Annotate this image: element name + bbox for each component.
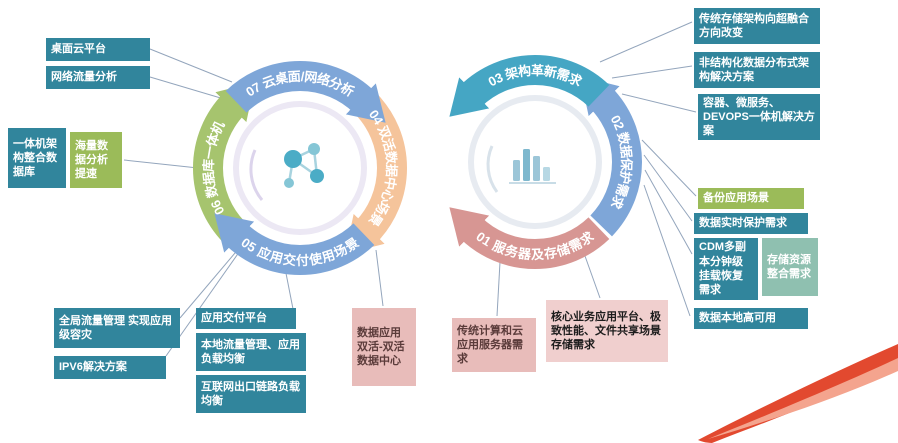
arc-07-cloud-desktop-network bbox=[225, 61, 386, 123]
right-inner-ring bbox=[468, 95, 602, 229]
left-swirl-decoration bbox=[249, 149, 264, 201]
callout-traditional-compute-label: 传统计算和云应用服务器需求 bbox=[457, 324, 523, 366]
bar-chart-icon bbox=[509, 149, 556, 184]
callout-mass-data-analysis: 海量数据分析提速 bbox=[70, 132, 122, 188]
callout-aio-architecture: 一体机架构整合数据库 bbox=[8, 128, 66, 188]
callout-ipv6-label: IPV6解决方案 bbox=[59, 361, 127, 374]
left-cycle: 07 云桌面/网络分析 04 双活数据中心场景 05 应用交付使用场景 06 数… bbox=[193, 61, 407, 275]
arc-05-app-delivery bbox=[214, 213, 375, 275]
callout-desktop-cloud-label: 桌面云平台 bbox=[51, 43, 106, 56]
callout-container-devops: 容器、微服务、DEVOPS一体机解决方案 bbox=[698, 94, 820, 140]
callout-cdm-copy: CDM多副本分钟级挂载恢复需求 bbox=[694, 238, 758, 300]
callout-local-ha: 数据本地高可用 bbox=[694, 308, 808, 329]
callout-storage-consolidation: 存储资源整合需求 bbox=[762, 238, 818, 296]
callout-global-traffic-label: 全局流量管理 实现应用级容灾 bbox=[59, 314, 173, 341]
molecule-icon bbox=[284, 143, 324, 188]
callout-global-traffic: 全局流量管理 实现应用级容灾 bbox=[54, 308, 180, 348]
callout-network-traffic-label: 网络流量分析 bbox=[51, 71, 117, 84]
arc-01-server-storage bbox=[449, 207, 610, 269]
arc-02-data-protection bbox=[580, 76, 642, 237]
callout-desktop-cloud: 桌面云平台 bbox=[46, 38, 150, 61]
left-inner-disc bbox=[230, 98, 370, 238]
callout-ipv6: IPV6解决方案 bbox=[54, 356, 166, 379]
callout-app-delivery-platform: 应用交付平台 bbox=[196, 308, 296, 329]
callout-realtime-protection: 数据实时保护需求 bbox=[694, 213, 808, 234]
arc-03-architecture-innovation bbox=[449, 55, 610, 117]
callout-backup-scenario-label: 备份应用场景 bbox=[703, 192, 769, 205]
right-swirl-decoration bbox=[486, 145, 499, 193]
callout-dc-double-active: 数据应用双活-双活数据中心 bbox=[352, 308, 416, 386]
callout-core-business-storage-label: 核心业务应用平台、极致性能、文件共享场景存储需求 bbox=[551, 310, 661, 352]
red-swoosh-arrow-icon bbox=[698, 344, 898, 443]
callout-network-traffic: 网络流量分析 bbox=[46, 66, 150, 89]
callout-aio-architecture-label: 一体机架构整合数据库 bbox=[13, 137, 57, 179]
callout-cdm-copy-label: CDM多副本分钟级挂载恢复需求 bbox=[699, 241, 747, 297]
callout-realtime-protection-label: 数据实时保护需求 bbox=[699, 217, 787, 230]
callout-local-ha-label: 数据本地高可用 bbox=[699, 312, 776, 325]
callout-unstructured-distributed-label: 非结构化数据分布式架构解决方案 bbox=[699, 56, 809, 83]
callout-internet-link-balance-label: 互联网出口链路负载均衡 bbox=[201, 380, 300, 407]
callout-unstructured-distributed: 非结构化数据分布式架构解决方案 bbox=[694, 52, 820, 88]
left-inner-ring bbox=[233, 101, 367, 235]
connector-lines bbox=[123, 21, 697, 357]
callout-mass-data-analysis-label: 海量数据分析提速 bbox=[75, 139, 108, 181]
callout-local-traffic-label: 本地流量管理、应用负载均衡 bbox=[201, 338, 300, 365]
callout-local-traffic: 本地流量管理、应用负载均衡 bbox=[196, 333, 306, 371]
callout-backup-scenario: 备份应用场景 bbox=[698, 188, 804, 209]
callout-core-business-storage: 核心业务应用平台、极致性能、文件共享场景存储需求 bbox=[546, 300, 668, 362]
callout-app-delivery-platform-label: 应用交付平台 bbox=[201, 312, 267, 325]
right-cycle: 03 架构革新需求 02 数据保护需求 01 服务器及存储需求 bbox=[449, 55, 642, 269]
callout-hci-change: 传统存储架构向超融合方向改变 bbox=[694, 8, 820, 44]
callout-hci-change-label: 传统存储架构向超融合方向改变 bbox=[699, 12, 809, 39]
callout-internet-link-balance: 互联网出口链路负载均衡 bbox=[196, 375, 306, 413]
callout-storage-consolidation-label: 存储资源整合需求 bbox=[767, 253, 811, 280]
callout-traditional-compute: 传统计算和云应用服务器需求 bbox=[452, 318, 536, 372]
callout-container-devops-label: 容器、微服务、DEVOPS一体机解决方案 bbox=[703, 96, 815, 138]
callout-dc-double-active-label: 数据应用双活-双活数据中心 bbox=[357, 326, 405, 368]
